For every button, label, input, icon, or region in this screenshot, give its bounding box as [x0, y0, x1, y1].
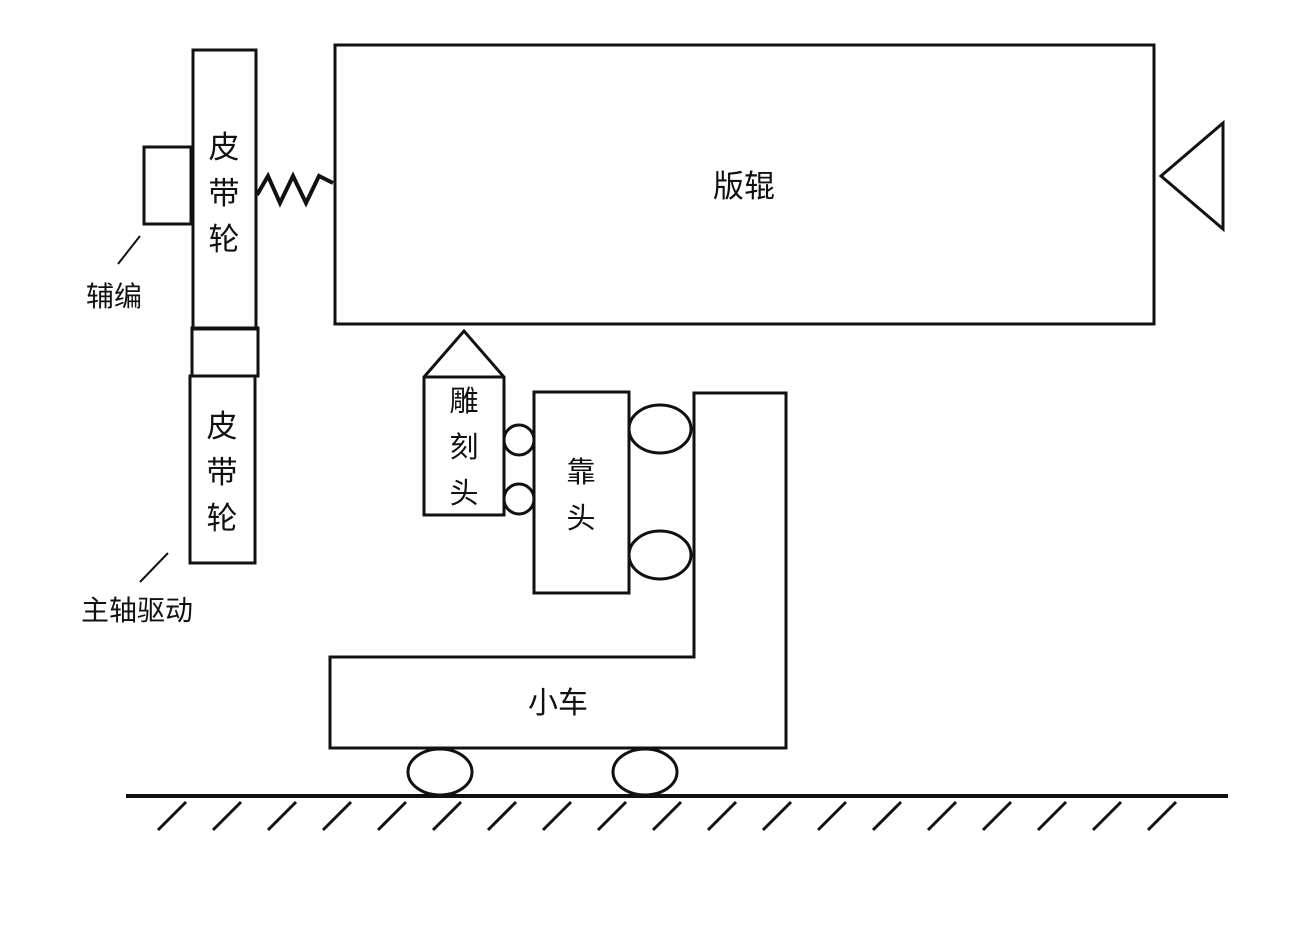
carriage-body: [328, 391, 788, 750]
lower-pulley-char-1: 皮: [207, 409, 238, 445]
engraving-head-char-3: 头: [449, 476, 478, 510]
backing-head-char-2: 头: [566, 501, 595, 535]
upper-pulley-char-3: 轮: [209, 222, 240, 258]
backing-head-char-1: 靠: [566, 455, 595, 489]
small-roller-lower: [502, 482, 536, 516]
small-roller-upper: [502, 423, 536, 457]
belt-connector-box: [190, 326, 260, 378]
backing-head-box: [532, 390, 631, 595]
lower-belt-pulley-label: 皮 带 轮: [207, 409, 238, 537]
upper-pulley-char-2: 带: [209, 176, 240, 212]
carriage-wheel-right: [611, 747, 679, 797]
lower-belt-pulley-box: [188, 374, 257, 565]
lower-pulley-char-3: 轮: [207, 501, 238, 537]
backing-head-label: 靠 头: [566, 455, 595, 535]
plate-roller-box: [333, 43, 1156, 326]
upper-belt-pulley-label: 皮 带 轮: [209, 130, 240, 258]
auxiliary-encoder-box: [142, 145, 193, 226]
engraving-head-label: 雕 刻 头: [449, 384, 478, 510]
carriage-wheel-left: [406, 747, 474, 797]
engraving-head-char-2: 刻: [449, 430, 478, 464]
auxiliary-encoder-label: 辅编: [86, 280, 142, 313]
lower-pulley-char-2: 带: [207, 455, 238, 491]
spindle-drive-label: 主轴驱动: [81, 594, 193, 627]
engraving-head-char-1: 雕: [449, 384, 478, 418]
tailstock-triangle: [1158, 119, 1225, 233]
ground-hatching: [156, 800, 1178, 832]
large-roller-upper: [627, 403, 693, 455]
plate-roller-label: 版辊: [713, 169, 775, 205]
carriage-label: 小车: [528, 686, 588, 721]
upper-pulley-char-1: 皮: [209, 130, 240, 166]
spindle-drive-leader: [139, 552, 169, 583]
large-roller-lower: [627, 529, 693, 581]
spring-coupling: [255, 171, 334, 208]
auxiliary-encoder-leader: [117, 235, 141, 265]
